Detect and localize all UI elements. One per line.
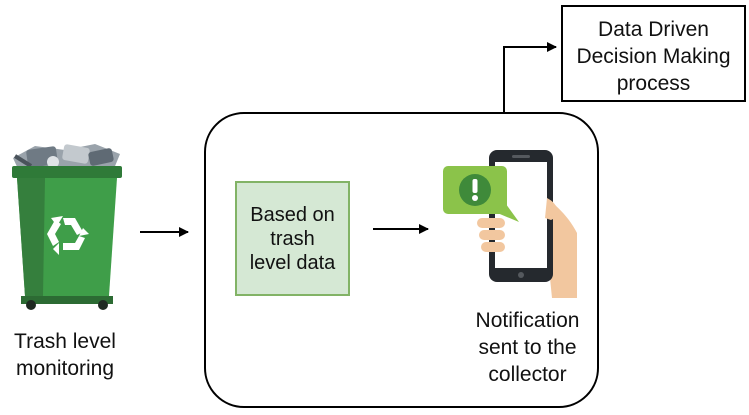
decision-line: Data Driven [598, 18, 709, 41]
process-container [204, 112, 599, 408]
bin-caption: Trash level monitoring [0, 328, 130, 382]
phone-notification-icon [443, 150, 577, 298]
decision-line: process [616, 72, 691, 95]
data-box-line: trash [270, 228, 315, 250]
notification-caption-line: sent to the [478, 336, 577, 359]
notification-caption: Notification sent to the collector [450, 307, 605, 388]
notification-caption-line: collector [488, 363, 567, 386]
notification-caption-line: Notification [475, 309, 580, 332]
data-box [235, 181, 350, 296]
data-box-line: level data [249, 252, 336, 274]
bin-caption-line: monitoring [15, 357, 115, 380]
decision-line: Decision Making [576, 45, 731, 68]
data-box-line: Based on [250, 204, 335, 226]
data-box-label: Based on trash level data [235, 203, 350, 275]
recycle-bin-icon [12, 144, 122, 310]
arrow-process-to-decision [503, 42, 557, 112]
bin-caption-line: Trash level [14, 330, 116, 353]
decision-box-label: Data Driven Decision Making process [561, 16, 746, 97]
decision-box [561, 5, 746, 102]
